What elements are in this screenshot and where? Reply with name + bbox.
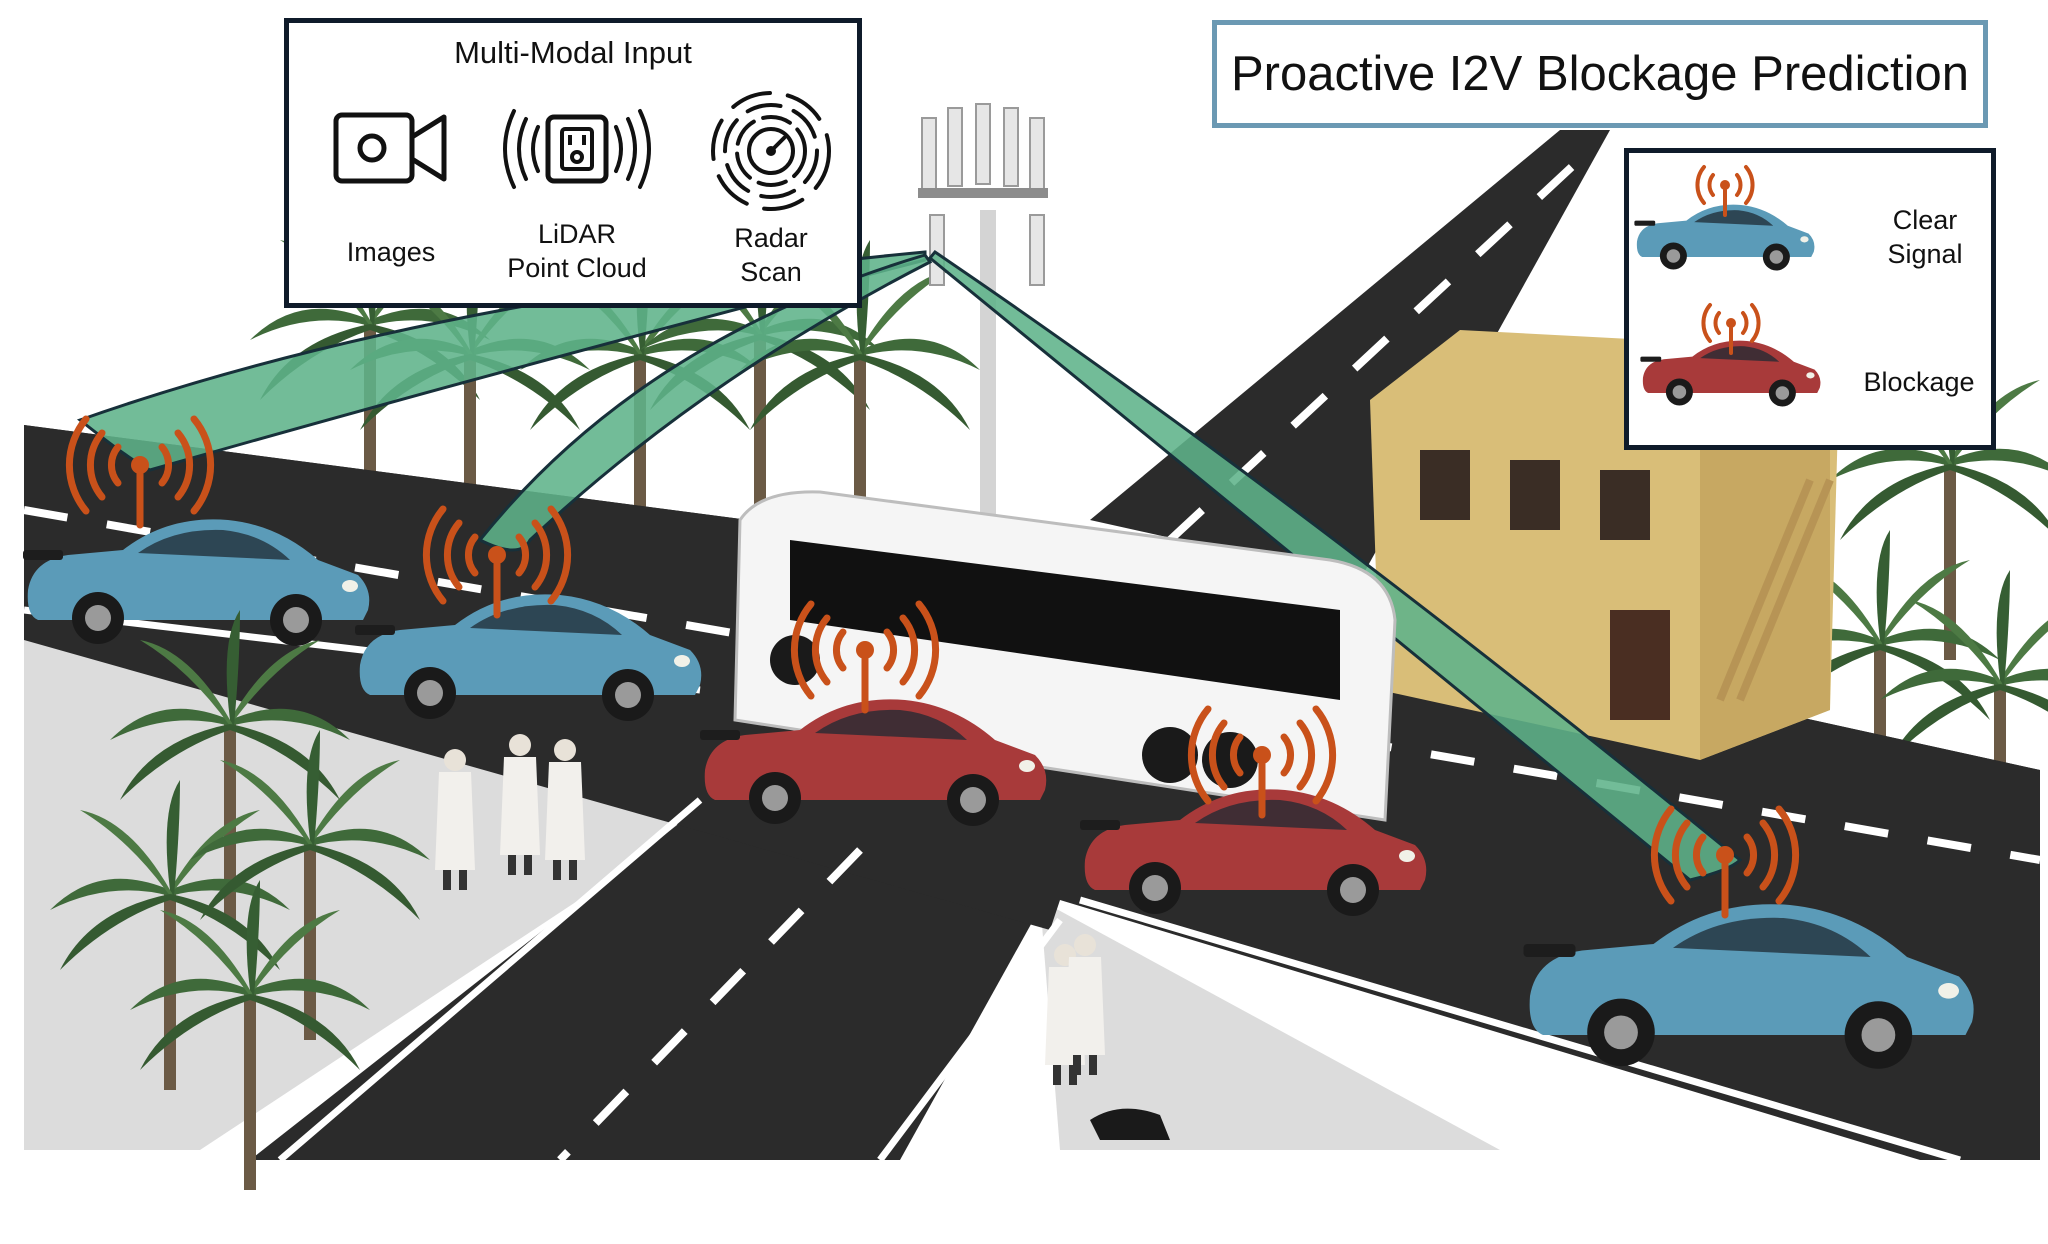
input-panel-title: Multi-Modal Input bbox=[454, 35, 692, 70]
modality-radar: Radar Scan bbox=[686, 91, 856, 289]
pedestrians bbox=[435, 734, 1170, 1140]
modality-lidar: LiDAR Point Cloud bbox=[492, 99, 662, 285]
page-title: Proactive I2V Blockage Prediction bbox=[1230, 47, 1970, 101]
legend-clear-label-line1: Clear bbox=[1892, 205, 1958, 235]
modality-images: Images bbox=[306, 99, 476, 269]
modality-images-label: Images bbox=[346, 237, 436, 267]
legend-blockage-label-line1: Blockage bbox=[1863, 367, 1975, 397]
radar-icon bbox=[711, 91, 831, 211]
lidar-icon bbox=[503, 109, 651, 189]
modality-radar-label-line2: Scan bbox=[740, 257, 802, 287]
legend-graphics bbox=[1634, 165, 1821, 407]
title-box: Proactive I2V Blockage Prediction bbox=[1212, 20, 1988, 128]
cell-tower bbox=[918, 103, 1048, 520]
modality-radar-label-line1: Radar bbox=[734, 223, 808, 253]
legend-blockage-label: Blockage bbox=[1849, 365, 1989, 399]
modality-lidar-label-line1: LiDAR bbox=[537, 219, 617, 249]
legend: Clear Signal Blockage bbox=[1624, 148, 1996, 450]
modality-lidar-label-line2: Point Cloud bbox=[507, 253, 647, 283]
multi-modal-input-panel: Multi-Modal Input Images LiDAR Point Clo… bbox=[284, 18, 862, 308]
legend-clear-label-line2: Signal bbox=[1887, 239, 1963, 269]
camera-icon bbox=[333, 112, 447, 184]
legend-clear-label: Clear Signal bbox=[1865, 203, 1985, 271]
